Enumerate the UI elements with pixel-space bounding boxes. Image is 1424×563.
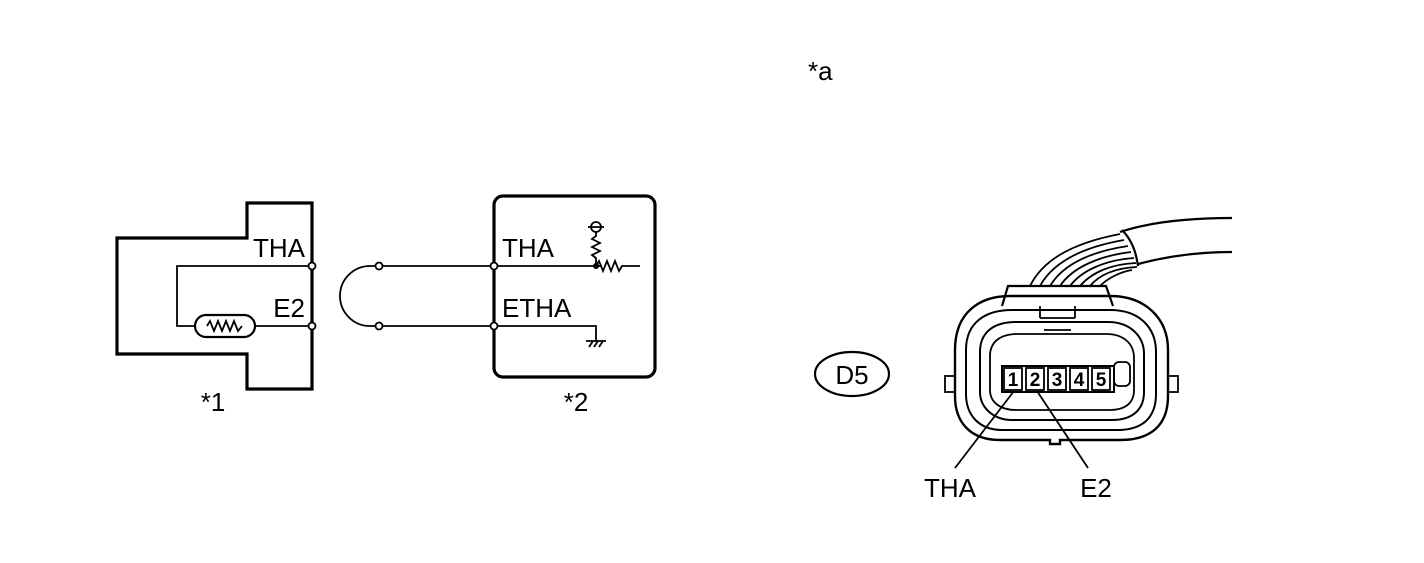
sensor-outline: [115, 201, 314, 391]
ecm-terminal-etha-label: ETHA: [502, 293, 572, 323]
pin-2-cavity: [1025, 367, 1045, 391]
ground-icon: [586, 340, 606, 348]
pin-2-label: 2: [1030, 370, 1041, 391]
ecm-series-resistor-icon: [595, 258, 640, 274]
leader-line-tha: [954, 390, 1015, 469]
wire-bundle-icon: [1029, 216, 1233, 287]
pin-5-label: 5: [1096, 370, 1107, 391]
ecm-component: THA ETHA *2: [489, 194, 657, 417]
connector-housing: 1 2 3 4 5: [944, 284, 1179, 446]
sensor-terminal-tha: [307, 261, 317, 271]
sensor-internal-wire: [176, 265, 312, 327]
component-2-callout: *2: [564, 387, 589, 417]
harness-loop: [339, 265, 379, 327]
pin-1-cavity: [1003, 367, 1023, 391]
sensor-terminal-tha-label: THA: [253, 233, 306, 263]
pin-1-label: 1: [1008, 370, 1019, 391]
ecm-pullup-resistor-icon: [589, 232, 603, 266]
pin-1-leader-label: THA: [924, 473, 977, 503]
component-1-callout: *1: [201, 387, 226, 417]
pin-5-cavity: [1091, 367, 1111, 391]
connector-code-badge: D5: [813, 350, 891, 398]
pin-4-label: 4: [1074, 370, 1085, 391]
ecm-outline: [492, 194, 657, 379]
leader-line-e2: [1036, 390, 1089, 469]
ecm-terminal-etha: [489, 321, 499, 331]
pin-3-cavity: [1047, 367, 1067, 391]
harness-terminal-top: [374, 261, 384, 271]
pin-3-label: 3: [1052, 370, 1063, 391]
ecm-etha-wire: [494, 325, 597, 341]
sensor-terminal-e2: [307, 321, 317, 331]
connector-code-label: D5: [835, 360, 868, 390]
sensor-component: THA E2 *1: [115, 201, 317, 417]
view-a-callout: *a: [808, 56, 833, 86]
harness-wires: [339, 261, 494, 331]
ecm-terminal-tha-label: THA: [502, 233, 555, 263]
sensor-terminal-e2-label: E2: [273, 293, 305, 323]
thermistor-icon: [193, 313, 257, 339]
harness-terminal-bottom: [374, 321, 384, 331]
pin-4-cavity: [1069, 367, 1089, 391]
pin-2-leader-label: E2: [1080, 473, 1112, 503]
ecm-terminal-tha: [489, 261, 499, 271]
